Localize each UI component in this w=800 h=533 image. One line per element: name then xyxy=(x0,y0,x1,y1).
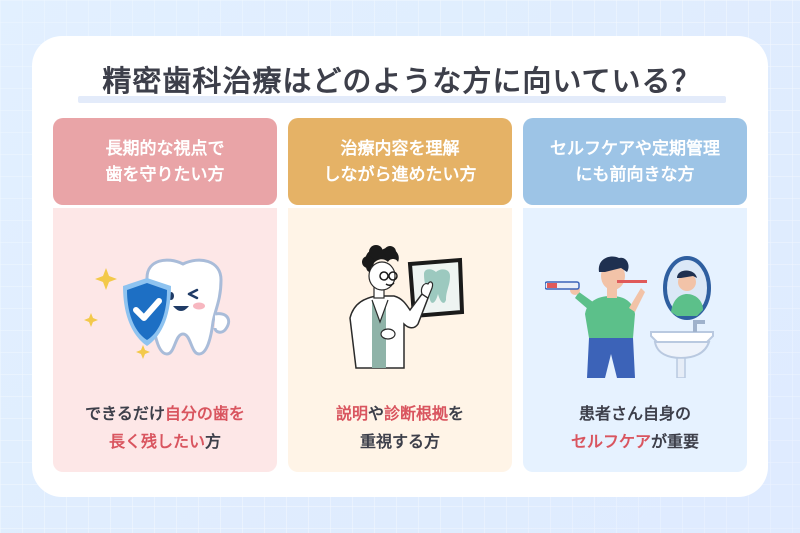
desc-text: や xyxy=(367,404,384,423)
desc-text: 方 xyxy=(205,432,222,451)
title-underline xyxy=(78,96,726,103)
card-description: 患者さん自身の セルフケアが重要 xyxy=(523,400,747,456)
card-header-line2: にも前向きな方 xyxy=(575,164,695,185)
page-title: 精密歯科治療はどのような方に向いている？ xyxy=(102,64,702,98)
card-long-term: 長期的な視点で 歯を守りたい方 xyxy=(53,118,277,472)
card-header-line1: 治療内容を理解 xyxy=(340,138,460,159)
card-header: 治療内容を理解 しながら進めたい方 xyxy=(288,118,512,205)
card-header: セルフケアや定期管理 にも前向きな方 xyxy=(523,118,747,205)
dentist-explaining-xray-icon xyxy=(349,245,465,369)
card-description: 説明や診断根拠を 重視する方 xyxy=(288,400,512,456)
desc-highlight: 長く残したい xyxy=(108,432,205,451)
desc-highlight: 自分の歯を xyxy=(164,404,245,423)
card-header-line2: 歯を守りたい方 xyxy=(105,164,225,185)
card-body: できるだけ自分の歯を 長く残したい方 xyxy=(53,208,277,472)
desc-text: できるだけ xyxy=(85,404,165,423)
card-self-care: セルフケアや定期管理 にも前向きな方 xyxy=(523,118,747,472)
card-body: 患者さん自身の セルフケアが重要 xyxy=(523,208,747,472)
desc-highlight: 説明 xyxy=(335,404,368,423)
card-header: 長期的な視点で 歯を守りたい方 xyxy=(53,118,277,205)
card-body: 説明や診断根拠を 重視する方 xyxy=(288,208,512,472)
tooth-with-shield-icon xyxy=(84,258,231,359)
desc-text: 重視する方 xyxy=(359,432,440,451)
title-block: 精密歯科治療はどのような方に向いている？ xyxy=(78,54,726,104)
card-header-line1: セルフケアや定期管理 xyxy=(550,138,720,159)
desc-text: を xyxy=(448,404,465,423)
card-understanding: 治療内容を理解 しながら進めたい方 xyxy=(288,118,512,472)
desc-highlight: 診断根拠 xyxy=(384,404,449,423)
main-panel: 精密歯科治療はどのような方に向いている？ 長期的な視点で 歯を守りたい方 xyxy=(32,36,768,497)
desc-highlight: セルフケア xyxy=(570,432,651,451)
card-header-line1: 長期的な視点で xyxy=(105,138,225,159)
card-header-line2: しながら進めたい方 xyxy=(323,164,477,185)
desc-text: 患者さん自身の xyxy=(578,404,691,423)
desc-text: が重要 xyxy=(651,432,700,451)
card-description: できるだけ自分の歯を 長く残したい方 xyxy=(53,400,277,456)
man-brushing-teeth-icon xyxy=(545,256,714,378)
